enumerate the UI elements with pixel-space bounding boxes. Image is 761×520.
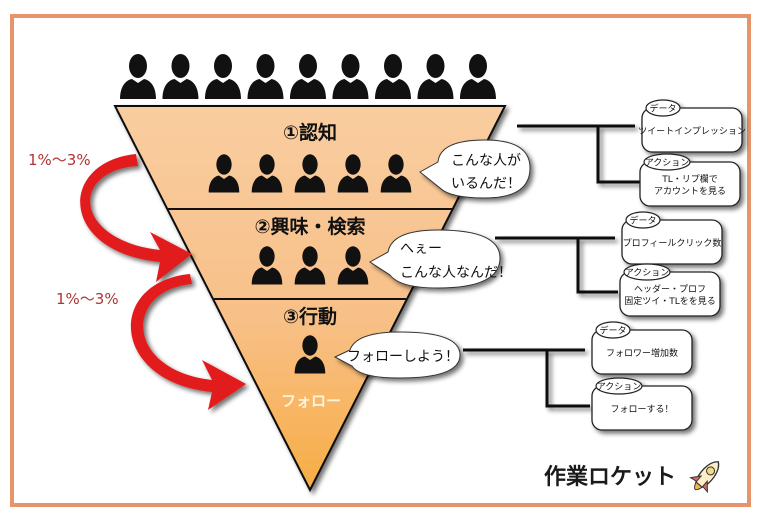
box-text-line: TL・リプ欄で xyxy=(661,173,718,185)
brand-name: 作業ロケット xyxy=(544,465,676,490)
person-icon xyxy=(332,54,369,99)
rocket-icon xyxy=(689,461,720,494)
box-text-line: プロフィールクリック数 xyxy=(623,237,722,249)
stage-2-title: ②興味・検索 xyxy=(254,215,365,238)
stage-3-follow-label: フォロー xyxy=(281,392,341,410)
conversion-rate-2: 1%〜3% xyxy=(56,290,119,308)
stage-2-people xyxy=(251,246,369,285)
box-frame xyxy=(641,107,743,153)
box-tag: データ xyxy=(599,325,626,337)
bubble-2-line-1: へぇー xyxy=(400,241,442,257)
conversion-rate-1: 1%〜3% xyxy=(28,151,91,169)
speech-bubble-2 xyxy=(369,229,501,289)
action-box-stage-2 xyxy=(619,263,721,317)
stage-1-title: ①認知 xyxy=(283,121,337,144)
box-text-line: アカウントを見る xyxy=(654,186,726,197)
data-box-stage-3 xyxy=(591,321,693,375)
top-audience-row xyxy=(120,54,496,99)
person-icon xyxy=(290,54,326,99)
connector-3 xyxy=(463,348,590,408)
box-tag: アクション xyxy=(645,158,690,169)
tag-ellipse xyxy=(643,153,691,171)
bubble-2-line-2: こんな人なんだ！ xyxy=(400,265,512,281)
person-icon xyxy=(162,54,199,99)
box-text-line: ヘッダー・プロフ xyxy=(634,283,706,295)
bubble-1-line-2: いるんだ！ xyxy=(451,176,521,192)
stage-3-title: ③行動 xyxy=(283,305,337,328)
data-box-stage-2 xyxy=(621,211,723,265)
bubble-3-text: フォローしよう！ xyxy=(347,349,459,365)
connectors xyxy=(463,124,640,408)
connector-2 xyxy=(495,236,618,294)
person-icon xyxy=(460,54,496,99)
bubble-1-line-1: こんな人が xyxy=(451,153,521,169)
person-icon xyxy=(375,54,411,99)
curved-arrow-icon xyxy=(80,154,192,282)
speech-bubble-1 xyxy=(419,139,531,199)
box-frame xyxy=(621,219,723,265)
tag-ellipse xyxy=(595,321,631,339)
data-box-stage-1 xyxy=(641,99,743,153)
box-tag: アクション xyxy=(625,268,670,279)
tag-ellipse xyxy=(625,211,661,229)
box-frame xyxy=(591,329,693,375)
box-text-line: 固定ツイ・TLをを見る xyxy=(624,295,716,307)
action-box-stage-3 xyxy=(591,377,693,431)
tag-ellipse xyxy=(595,377,643,395)
person-icon xyxy=(247,54,284,99)
connector-1 xyxy=(517,124,640,184)
box-text-line: フォロワー増加数 xyxy=(606,347,678,359)
box-text-line: ツイートインプレッション xyxy=(638,126,746,137)
conversion-arrows xyxy=(80,154,246,410)
curved-arrow-icon xyxy=(130,274,246,410)
metric-boxes: データツイートインプレッションアクションTL・リプ欄でアカウントを見るデータプロ… xyxy=(591,99,746,431)
action-box-stage-1 xyxy=(639,153,741,207)
box-tag: データ xyxy=(629,215,656,227)
tag-ellipse xyxy=(623,263,671,281)
person-icon xyxy=(120,54,156,99)
box-tag: アクション xyxy=(597,382,642,393)
tag-ellipse xyxy=(645,99,681,117)
box-text-line: フォローする！ xyxy=(610,404,673,415)
person-icon xyxy=(205,54,241,99)
person-icon xyxy=(417,54,454,99)
speech-bubble-3 xyxy=(333,331,461,379)
box-tag: データ xyxy=(649,103,676,115)
